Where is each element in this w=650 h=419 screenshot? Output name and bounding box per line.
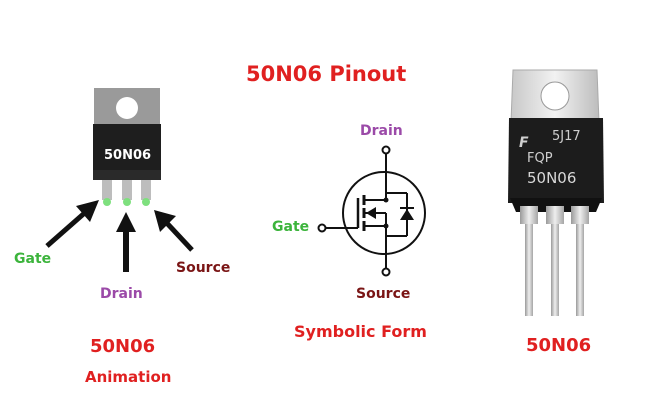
gate-label: Gate [14,251,52,267]
animation-caption-line1: 50N06 [90,336,156,357]
photo-tab-hole [540,81,570,111]
source-terminal [381,267,391,277]
animation-caption-line2: Animation [85,368,172,386]
symbol-circle [342,171,426,255]
pin-gate [102,180,112,200]
photo-caption: 50N06 [526,335,592,356]
package-body [93,124,161,178]
symbol-gate-label: Gate [272,219,310,235]
source-label: Source [176,260,231,276]
pin-drain [122,180,132,200]
tab-hole [116,97,138,119]
drain-arrow [116,212,136,272]
symbol-drain-label: Drain [360,123,403,139]
drain-terminal [381,145,391,155]
gate-arrow [45,200,99,248]
channel-arrow [366,207,376,219]
photo-marking-1: 5J17 [552,129,581,144]
source-arrow [154,210,194,252]
diode-icon [400,209,414,220]
symbol-caption: Symbolic Form [294,322,427,341]
photo-marking-3: 50N06 [527,169,577,187]
photo-logo: F [519,135,529,151]
symbol-source-label: Source [356,286,411,302]
photo-marking-2: FQP [527,151,553,166]
page-title: 50N06 Pinout [246,62,407,86]
package-label: 50N06 [104,148,152,163]
drain-label: Drain [100,286,143,302]
gate-terminal [317,223,327,233]
pin-source [141,180,151,200]
